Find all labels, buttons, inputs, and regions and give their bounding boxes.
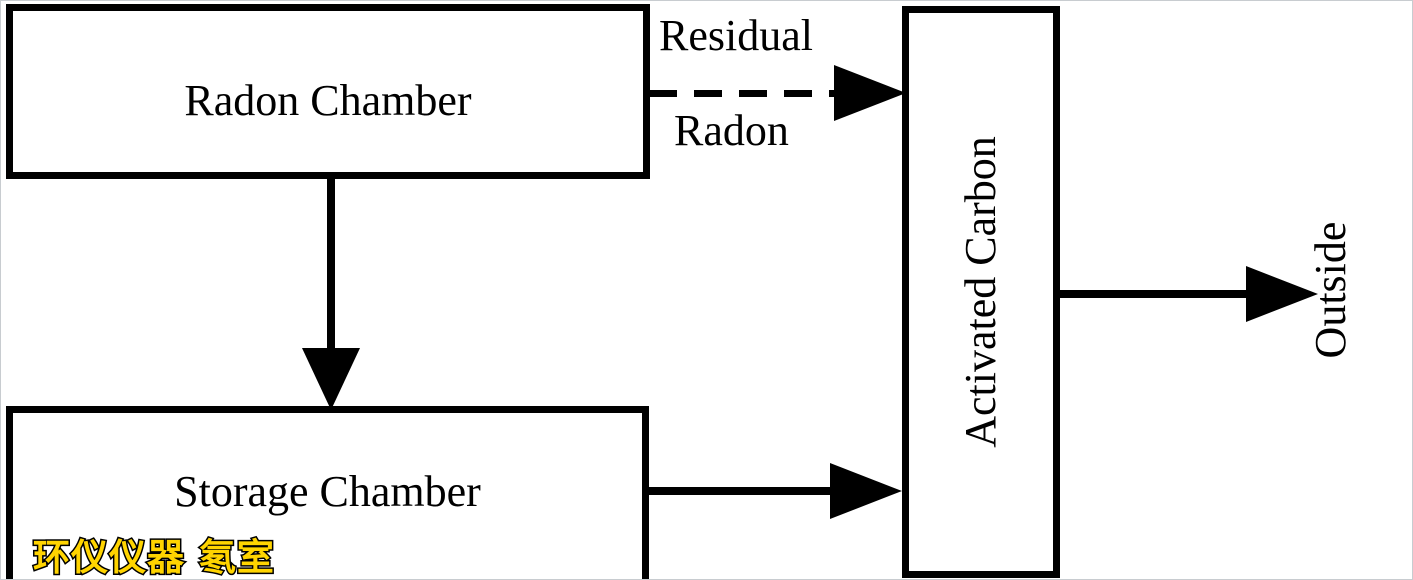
node-radon-chamber-label: Radon Chamber — [184, 76, 472, 125]
node-storage-chamber: Storage Chamber 环仪仪器 氡室 — [6, 406, 649, 579]
edge-residual-radon-dashed-line — [649, 90, 839, 97]
edge-residual-radon-label-top: Residual — [659, 11, 813, 60]
node-activated-carbon: Activated Carbon — [902, 6, 1060, 578]
edge-residual-radon-label-bottom: Radon — [674, 106, 789, 155]
arrowhead-right-icon-residual-radon — [834, 65, 906, 121]
outside-label: Outside — [1306, 221, 1355, 359]
edge-chamber-to-storage-line — [327, 172, 335, 357]
arrowhead-right-icon-storage-to-carbon — [830, 463, 902, 519]
arrowhead-down-icon-chamber-to-storage — [302, 348, 360, 410]
watermark-text: 环仪仪器 氡室 — [32, 536, 276, 579]
node-storage-chamber-label: Storage Chamber — [174, 467, 481, 516]
node-radon-chamber: Radon Chamber — [6, 4, 650, 179]
edge-storage-to-carbon-line — [645, 487, 837, 495]
arrowhead-right-icon-carbon-to-outside — [1246, 266, 1318, 322]
node-activated-carbon-label: Activated Carbon — [956, 136, 1005, 448]
edge-carbon-to-outside-line — [1056, 290, 1253, 298]
